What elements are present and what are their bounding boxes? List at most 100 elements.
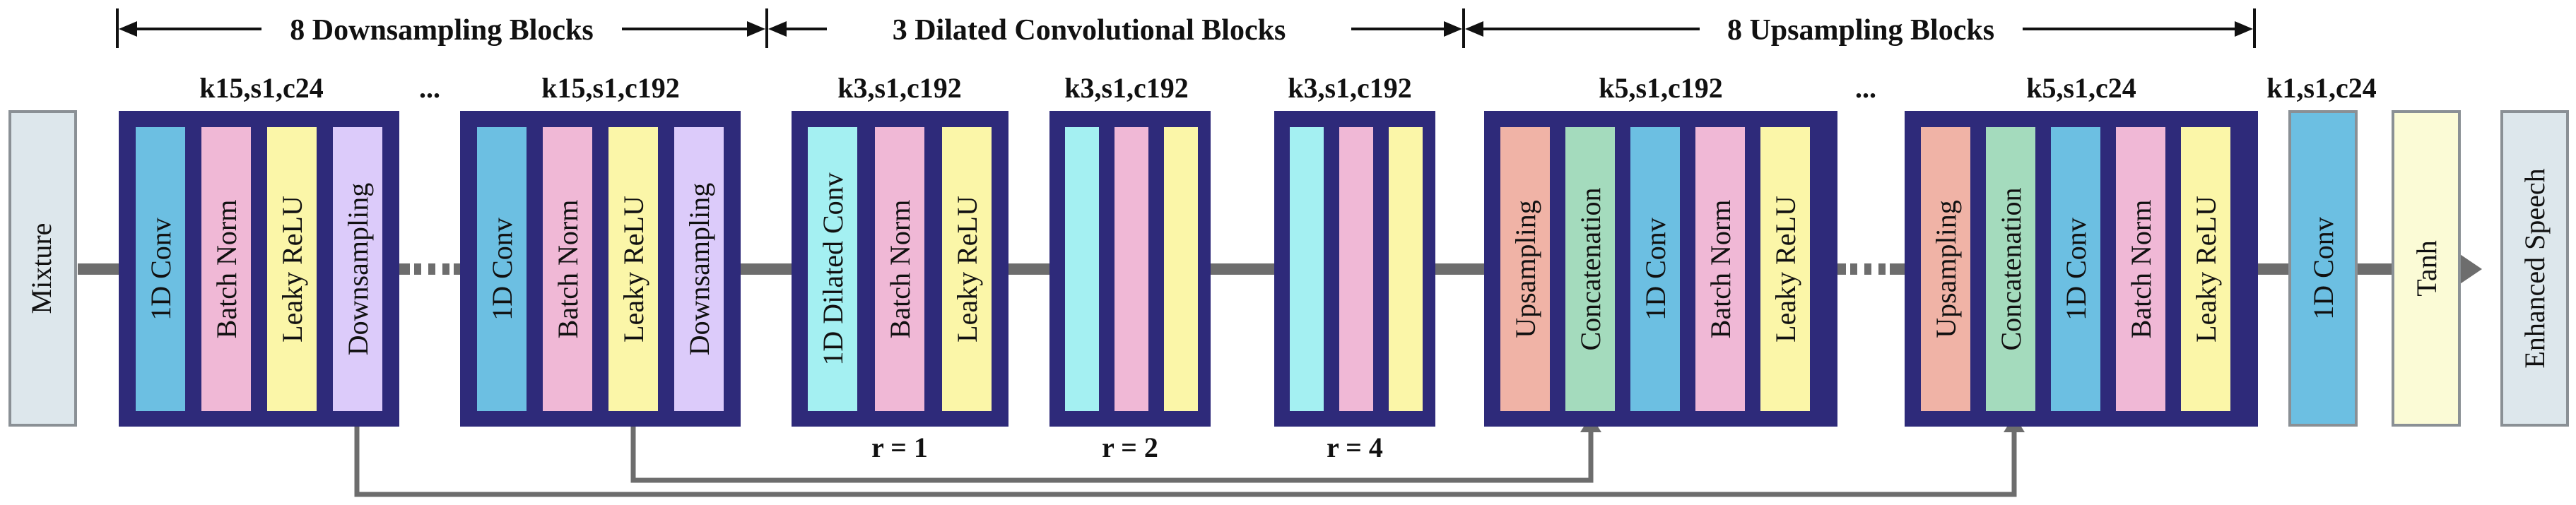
batchnorm-layer — [201, 127, 251, 411]
upsampling-layer — [1921, 127, 1970, 411]
batchnorm-layer-label: Batch Norm — [552, 200, 584, 339]
skip-connection-outer — [354, 417, 2017, 497]
ellipsis-down: ... — [419, 72, 440, 104]
tanh-label: Tanh — [2411, 240, 2442, 296]
enhanced-speech-label: Enhanced Speech — [2519, 168, 2551, 368]
config-dilated-3: k3,s1,c192 — [1288, 72, 1412, 104]
io-boxes: Mixture Enhanced Speech — [8, 110, 2569, 427]
leakyrelu-layer — [267, 127, 317, 411]
header-upsampling: 8 Upsampling Blocks — [1727, 14, 1994, 47]
concatenation-layer — [1986, 127, 2035, 411]
dilation-rates: r = 1 r = 2 r = 4 — [871, 432, 1383, 463]
arrowhead-right — [747, 21, 765, 37]
config-up-last: k5,s1,c24 — [2026, 72, 2136, 104]
leakyrelu-layer-label: Leaky ReLU — [951, 196, 983, 343]
conv-layer-label: 1D Conv — [486, 218, 518, 321]
flow-dot — [1878, 263, 1886, 275]
conv-layer-label: 1D Conv — [145, 218, 177, 321]
downsampling-layer — [333, 127, 382, 411]
mixture-label: Mixture — [25, 223, 57, 314]
header-brackets — [116, 8, 2256, 48]
flow-dot — [442, 263, 449, 275]
config-down-last: k15,s1,c192 — [541, 72, 680, 104]
header-downsampling: 8 Downsampling Blocks — [290, 14, 593, 47]
flow-dot — [1850, 263, 1857, 275]
leakyrelu-layer-label: Leaky ReLU — [2190, 196, 2222, 343]
batchnorm-layer — [1339, 127, 1373, 411]
dilation-rate-2: r = 2 — [1102, 432, 1158, 463]
dilated-conv-layer — [1065, 127, 1099, 411]
downsampling-block-first: 1D Conv Batch Norm Leaky ReLU Downsampli… — [119, 111, 399, 427]
batchnorm-layer-label: Batch Norm — [211, 200, 242, 339]
dilation-rate-3: r = 4 — [1327, 432, 1383, 463]
enhanced-speech-box: Enhanced Speech — [2500, 110, 2569, 427]
upsampling-block-first: Upsampling Concatenation 1D Conv Batch N… — [1484, 111, 1837, 427]
batchnorm-layer-label: Batch Norm — [1705, 200, 1736, 339]
upsampling-layer — [1500, 127, 1550, 411]
final-conv: 1D Conv — [2288, 110, 2358, 427]
flow-dot — [428, 263, 435, 275]
leakyrelu-layer — [1164, 127, 1198, 411]
downsampling-layer-label: Downsampling — [342, 183, 374, 355]
config-dilated-2: k3,s1,c192 — [1064, 72, 1189, 104]
ellipsis-up: ... — [1855, 72, 1876, 104]
conv-layer-label: 1D Conv — [1640, 218, 1671, 321]
conv-layer — [2051, 127, 2100, 411]
flow-dot — [1864, 263, 1871, 275]
config-dilated-1: k3,s1,c192 — [837, 72, 962, 104]
concatenation-layer — [1565, 127, 1615, 411]
leakyrelu-layer-label: Leaky ReLU — [276, 196, 308, 343]
conv-layer — [1630, 127, 1680, 411]
leakyrelu-layer-label: Leaky ReLU — [1770, 196, 1801, 343]
downsampling-layer-label: Downsampling — [683, 183, 715, 355]
concatenation-layer-label: Concatenation — [1995, 187, 2027, 350]
leakyrelu-layer — [1760, 127, 1810, 411]
dilated-conv-layer — [808, 127, 857, 411]
dilation-rate-1: r = 1 — [871, 432, 928, 463]
dilated-conv-layer-label: 1D Dilated Conv — [817, 172, 849, 365]
final-conv-layer — [2288, 110, 2358, 427]
upsampling-layer-label: Upsampling — [1510, 200, 1541, 338]
skip-connection-inner — [630, 417, 1594, 483]
arrowhead-left — [1465, 21, 1483, 37]
mixture-box: Mixture — [8, 110, 77, 427]
config-down-first: k15,s1,c24 — [199, 72, 324, 104]
dilated-block-1: 1D Dilated Conv Batch Norm Leaky ReLU — [792, 111, 1008, 427]
header-labels: 8 Downsampling Blocks 3 Dilated Convolut… — [290, 14, 1994, 47]
concatenation-layer-label: Concatenation — [1575, 187, 1606, 350]
dilated-block-2 — [1049, 111, 1211, 427]
arrowhead-right — [1444, 21, 1462, 37]
arrowhead-left — [119, 21, 137, 37]
conv-layer — [136, 127, 185, 411]
leakyrelu-layer — [608, 127, 658, 411]
batchnorm-layer — [2116, 127, 2165, 411]
downsampling-block-last: 1D Conv Batch Norm Leaky ReLU Downsampli… — [460, 111, 741, 427]
batchnorm-layer — [543, 127, 592, 411]
batchnorm-layer — [875, 127, 924, 411]
batchnorm-layer — [1695, 127, 1745, 411]
dilated-block-3 — [1274, 111, 1435, 427]
dilated-conv-layer — [1290, 127, 1324, 411]
config-final: k1,s1,c24 — [2266, 72, 2377, 104]
leakyrelu-layer — [2181, 127, 2230, 411]
tanh: Tanh — [2392, 110, 2461, 427]
conv-layer-label: 1D Conv — [2060, 218, 2092, 321]
output-arrowhead — [2456, 251, 2482, 287]
arrowhead-right — [2235, 21, 2253, 37]
config-up-first: k5,s1,c192 — [1599, 72, 1723, 104]
upsampling-block-last: Upsampling Concatenation 1D Conv Batch N… — [1905, 111, 2258, 427]
downsampling-layer — [674, 127, 724, 411]
batchnorm-layer-label: Batch Norm — [884, 200, 916, 339]
conv-layer — [477, 127, 527, 411]
leakyrelu-layer — [1389, 127, 1423, 411]
header-dilated: 3 Dilated Convolutional Blocks — [893, 14, 1286, 47]
arrowhead-left — [768, 21, 787, 37]
tanh-layer — [2392, 110, 2461, 427]
batchnorm-layer — [1114, 127, 1148, 411]
leakyrelu-layer — [942, 127, 992, 411]
final-conv-label: 1D Conv — [2307, 217, 2339, 320]
flow-dot — [414, 263, 421, 275]
batchnorm-layer-label: Batch Norm — [2125, 200, 2157, 339]
